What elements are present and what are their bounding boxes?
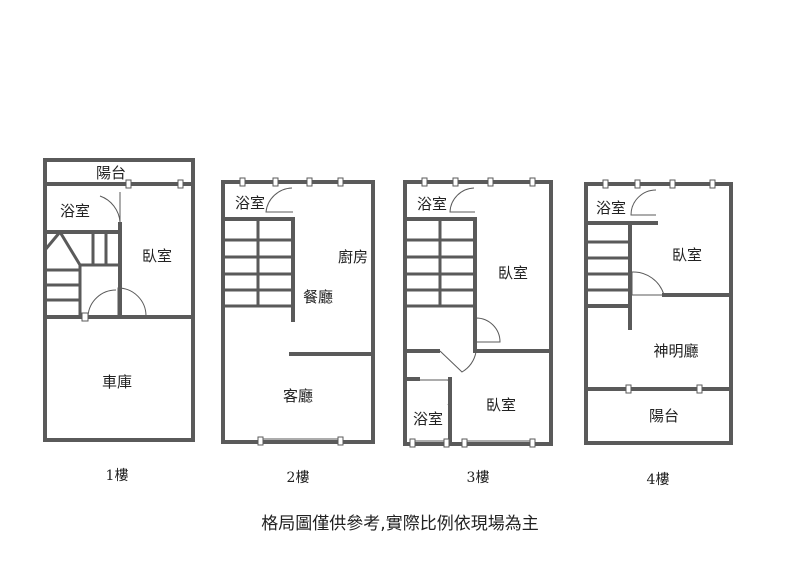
room-label-shrine: 神明廳 xyxy=(653,342,698,360)
room-label-garage: 車庫 xyxy=(102,373,132,391)
room-label-balcony: 陽台 xyxy=(649,407,679,425)
window xyxy=(257,436,264,446)
disclaimer-note: 格局圖僅供參考,實際比例依現場為主 xyxy=(261,514,539,534)
room-label-bath: 浴室 xyxy=(60,202,90,220)
window xyxy=(125,179,132,189)
window xyxy=(452,177,459,187)
window xyxy=(461,438,468,448)
room-label-bath-bottom: 浴室 xyxy=(413,410,443,428)
bedroom-door xyxy=(631,271,665,296)
floor-2-outer-wall xyxy=(221,180,375,444)
window xyxy=(239,177,246,187)
window xyxy=(177,179,184,189)
room-label-bedroom: 臥室 xyxy=(142,247,172,265)
window xyxy=(443,438,450,448)
window xyxy=(529,438,536,448)
floor-4-outer-wall xyxy=(584,182,733,445)
room-label-bedroom-top: 臥室 xyxy=(498,264,528,282)
floor-label-4: 4樓 xyxy=(647,472,670,488)
room-label-living: 客廳 xyxy=(283,387,313,405)
window xyxy=(529,177,536,187)
floor-4-stairs xyxy=(586,240,630,292)
hall-door xyxy=(439,350,477,373)
room-label-bedroom: 臥室 xyxy=(672,246,702,264)
stair-door-leaf xyxy=(87,289,117,317)
floor-3-stairs xyxy=(405,219,475,308)
window xyxy=(602,179,609,189)
window xyxy=(337,436,344,446)
window xyxy=(272,177,279,187)
room-label-dining: 餐廳 xyxy=(303,288,333,306)
floor-label-3: 3樓 xyxy=(467,470,490,486)
floor-label-2: 2樓 xyxy=(287,470,310,486)
room-label-kitchen: 廚房 xyxy=(338,248,368,266)
bath-door xyxy=(265,187,293,213)
window xyxy=(421,177,428,187)
bath-door xyxy=(449,187,475,213)
window xyxy=(625,384,632,394)
window xyxy=(634,179,641,189)
window xyxy=(409,438,416,448)
window xyxy=(709,179,716,189)
floor-3-outer-wall xyxy=(403,180,553,446)
bath-door xyxy=(630,189,657,216)
room-label-bath: 浴室 xyxy=(235,194,265,212)
window xyxy=(487,177,494,187)
room-label-balcony: 陽台 xyxy=(96,164,126,182)
window xyxy=(696,384,703,394)
window xyxy=(669,179,676,189)
window xyxy=(306,177,313,187)
floor-1-plan: 陽台 浴室 臥室 車庫 1樓 xyxy=(43,158,195,484)
floor-label-1: 1樓 xyxy=(106,468,129,484)
bath-bottom-door xyxy=(420,379,452,406)
floor-2-stairs xyxy=(223,219,293,308)
room-label-bath: 浴室 xyxy=(596,199,626,217)
floor-1-stairs xyxy=(43,231,120,317)
room-label-bath-top: 浴室 xyxy=(417,195,447,213)
bedroom-door xyxy=(475,317,501,343)
floor-4-plan: 浴室 臥室 神明廳 陽台 4樓 xyxy=(584,179,733,488)
floor-2-plan: 浴室 廚房 餐廳 客廳 2樓 xyxy=(221,177,375,486)
room-label-bedroom-bottom: 臥室 xyxy=(486,396,516,414)
bath-door xyxy=(99,192,121,223)
stair-door xyxy=(117,287,147,317)
window xyxy=(337,177,344,187)
floor-3-plan: 浴室 臥室 浴室 臥室 3樓 xyxy=(403,177,553,486)
door-jamb xyxy=(81,312,89,322)
